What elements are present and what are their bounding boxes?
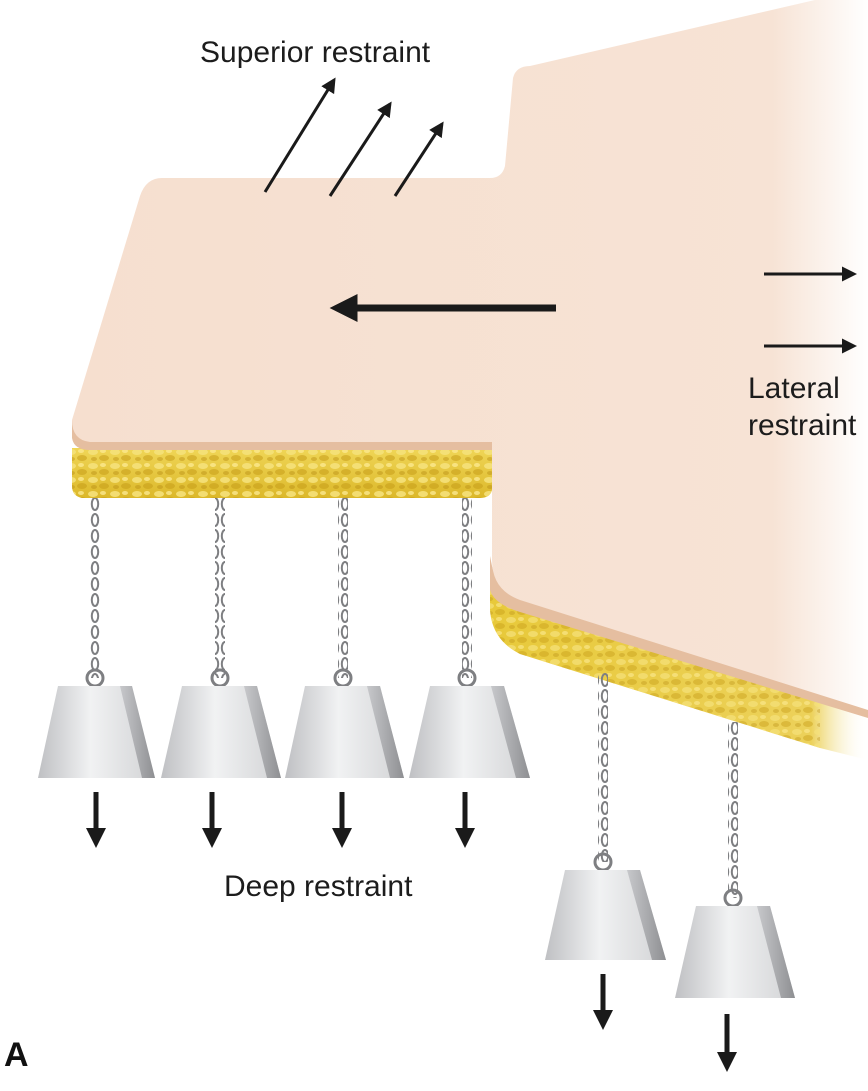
skin-flap	[72, 0, 868, 710]
lateral-arrows	[764, 266, 857, 354]
fat-layer-left	[72, 448, 492, 498]
skin-edge-left	[72, 420, 492, 450]
superior-arrow-2	[328, 101, 392, 197]
lateral-restraint-label-line1: Lateral	[748, 372, 840, 405]
deep-arrows	[86, 792, 737, 1072]
panel-label: A	[4, 1036, 29, 1074]
chain-3	[338, 498, 348, 678]
superior-restraint-label: Superior restraint	[200, 36, 431, 69]
deep-restraint-label: Deep restraint	[224, 870, 413, 903]
chain-4	[462, 498, 472, 678]
weights	[38, 668, 795, 998]
weight-3	[285, 668, 404, 778]
superior-arrows	[263, 77, 444, 197]
chain-5	[598, 672, 608, 862]
superior-arrow-1	[263, 77, 336, 193]
chain-1	[90, 498, 100, 678]
weight-4	[409, 668, 530, 778]
weight-1	[38, 668, 155, 778]
chain-2	[215, 498, 225, 678]
lateral-restraint-label-line2: restraint	[748, 409, 857, 442]
weight-6	[675, 888, 795, 998]
superior-arrow-3	[393, 121, 444, 197]
chain-6	[728, 722, 738, 898]
weight-5	[545, 852, 666, 960]
weight-2	[161, 668, 281, 778]
chains	[90, 498, 738, 898]
